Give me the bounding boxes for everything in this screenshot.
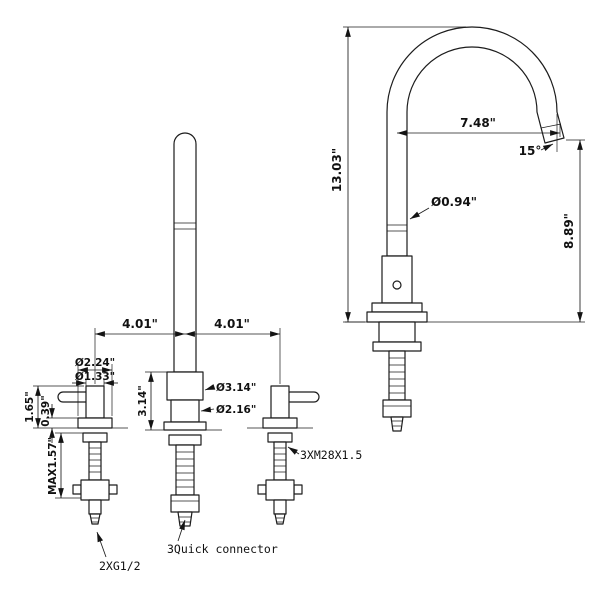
inlet-thread-label: 2XG1/2	[99, 559, 141, 573]
valve-tail	[273, 499, 287, 515]
leader-line	[204, 384, 216, 391]
valve-port-left	[257, 484, 267, 495]
right-handle-drawing	[247, 385, 320, 525]
dim-escutcheon-height-label: 0.39"	[40, 395, 52, 426]
hose-barb	[274, 513, 286, 525]
tube-joint-lines	[387, 224, 407, 232]
spout-tube	[173, 132, 197, 373]
dim-spacing-left-label: 4.01"	[122, 317, 158, 331]
tube-joint-lines	[174, 222, 196, 230]
locknut	[372, 341, 422, 352]
side-view-dimensions: 13.03" 7.48" 15° Ø0.94" 8.89"	[330, 26, 585, 323]
quick-connector	[382, 399, 412, 418]
side-view: 13.03" 7.48" 15° Ø0.94" 8.89"	[330, 26, 585, 432]
thread-lines	[176, 451, 194, 488]
locknut	[82, 432, 108, 443]
leader-line	[200, 406, 215, 413]
front-view-dimensions: 4.01" 4.01" Ø2.24" Ø1.33" 1.65" 0.39" MA	[24, 317, 362, 573]
handle-escutcheon	[262, 417, 298, 429]
thread-lines	[389, 357, 405, 394]
thread-spec-label: 3XM28X1.5	[300, 448, 362, 462]
gooseneck-spout	[386, 26, 565, 257]
dim-spout-base-dia-label: Ø3.14"	[216, 382, 256, 394]
spout-body	[381, 255, 413, 304]
base-flange-upper	[371, 302, 423, 313]
valve-port-left	[72, 484, 82, 495]
dim-handle-dia-label: Ø1.33"	[75, 371, 115, 383]
dim-outlet-height-label: 8.89"	[562, 213, 576, 249]
dim-spout-base-height-label: 3.14"	[137, 385, 149, 416]
barb-ridges	[276, 517, 284, 523]
extension-lines	[94, 328, 281, 384]
dim-handle-height-label: 1.65"	[24, 391, 36, 422]
locknut	[168, 434, 202, 446]
dim-reach-label: 7.48"	[460, 116, 496, 130]
valve-body	[265, 479, 295, 501]
leader-line	[287, 446, 300, 455]
handle-lever	[284, 391, 320, 403]
handle-body	[85, 385, 105, 419]
extension-lines	[343, 26, 466, 323]
leader-line	[96, 531, 107, 558]
set-screw	[392, 280, 402, 290]
spout-base-flange	[163, 421, 207, 431]
spout-base-upper	[166, 371, 204, 401]
valve-body	[80, 479, 110, 501]
dim-spout-lower-dia-label: Ø2.16"	[216, 404, 256, 416]
dim-outlet-angle-label: 15°	[519, 144, 542, 158]
hose-barb	[177, 511, 193, 527]
spout-base-lower	[170, 399, 200, 423]
thread-lines	[89, 447, 101, 473]
aerator-line	[540, 123, 562, 129]
valve-port-right	[293, 484, 303, 495]
handle-body	[270, 385, 290, 419]
quick-connector	[170, 494, 200, 513]
quick-connector-label: 3Quick connector	[167, 542, 278, 556]
dim-total-height-label: 13.03"	[330, 148, 344, 192]
base-flange-lower	[366, 311, 428, 323]
threaded-shank	[175, 444, 195, 496]
valve-port-right	[108, 484, 118, 495]
spout-front-drawing	[148, 132, 222, 527]
spout-side-drawing	[345, 26, 565, 432]
locknut	[267, 432, 293, 443]
hose-barb	[390, 416, 404, 432]
leader-line	[540, 143, 554, 151]
dim-spacing-right-label: 4.01"	[214, 317, 250, 331]
leader-line	[177, 519, 186, 542]
front-view: 4.01" 4.01" Ø2.24" Ø1.33" 1.65" 0.39" MA	[24, 132, 362, 573]
barb-ridges	[392, 420, 402, 427]
dim-tube-dia-label: Ø0.94"	[431, 195, 477, 209]
thread-lines	[274, 447, 286, 473]
left-handle-drawing	[57, 385, 128, 525]
dim-max-deck-thickness-label: MAX1.57"	[47, 437, 59, 495]
valve-tail	[88, 499, 102, 515]
handle-escutcheon	[77, 417, 113, 429]
leader-line	[409, 207, 430, 220]
dim-handle-base-dia-label: Ø2.24"	[75, 357, 115, 369]
barb-ridges	[91, 517, 99, 523]
below-deck-body	[378, 321, 416, 343]
hose-barb	[89, 513, 101, 525]
